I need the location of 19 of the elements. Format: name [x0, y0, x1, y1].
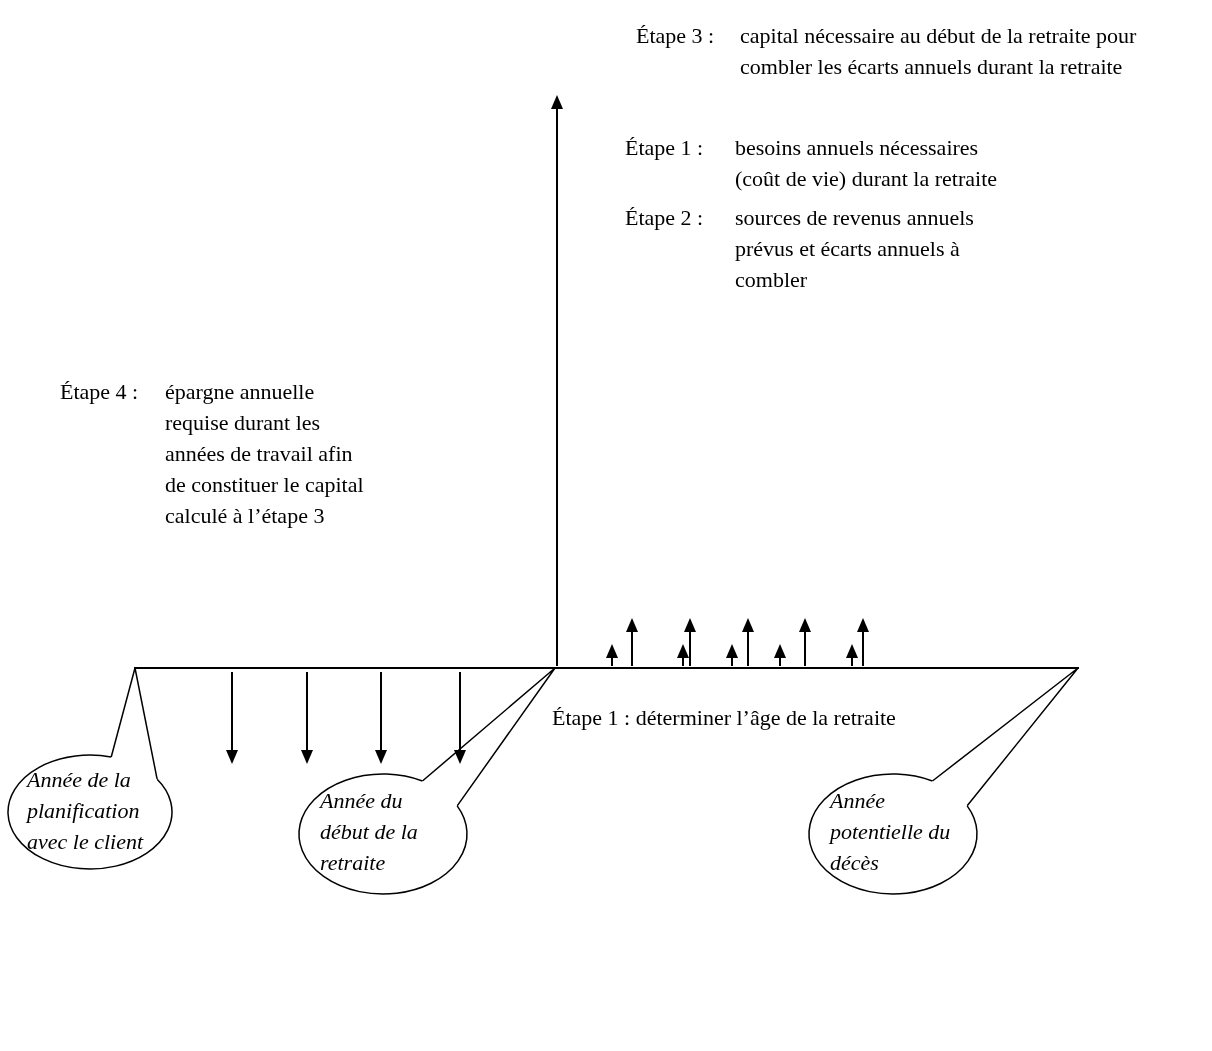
step-description: besoins annuels nécessaires (coût de vie) durant la retraite: [735, 134, 999, 193]
bubble-text: Année du début de la retraite: [320, 787, 419, 877]
step-heading: Étape 4 :: [60, 378, 139, 406]
speech-bubble: [808, 773, 978, 895]
leader-line: [110, 667, 158, 781]
timeline-bar: [134, 667, 1079, 669]
leader-line: [421, 667, 556, 807]
bubble-text: Année potentielle du décès: [830, 787, 952, 877]
step-description: épargne annuelle requise durant les années de travail afin de constituer le capital calculé à l’étape 3: [165, 378, 365, 530]
step-heading: Étape 1 :: [625, 134, 704, 162]
step-heading: Étape 2 :: [625, 204, 704, 232]
bubble-text: Année de la planification avec le client: [27, 766, 145, 856]
leader-line: [931, 667, 1079, 807]
step-heading: Étape 3 :: [636, 22, 715, 50]
step-description: capital nécessaire au début de la retraite pour combler les écarts annuels durant la retraite: [740, 22, 1138, 81]
step-note: Étape 1 : déterminer l’âge de la retraite: [552, 704, 896, 732]
step-description: sources de revenus annuels prévus et écarts annuels à combler: [735, 204, 975, 294]
speech-bubble: [7, 754, 173, 870]
speech-bubble: [298, 773, 468, 895]
